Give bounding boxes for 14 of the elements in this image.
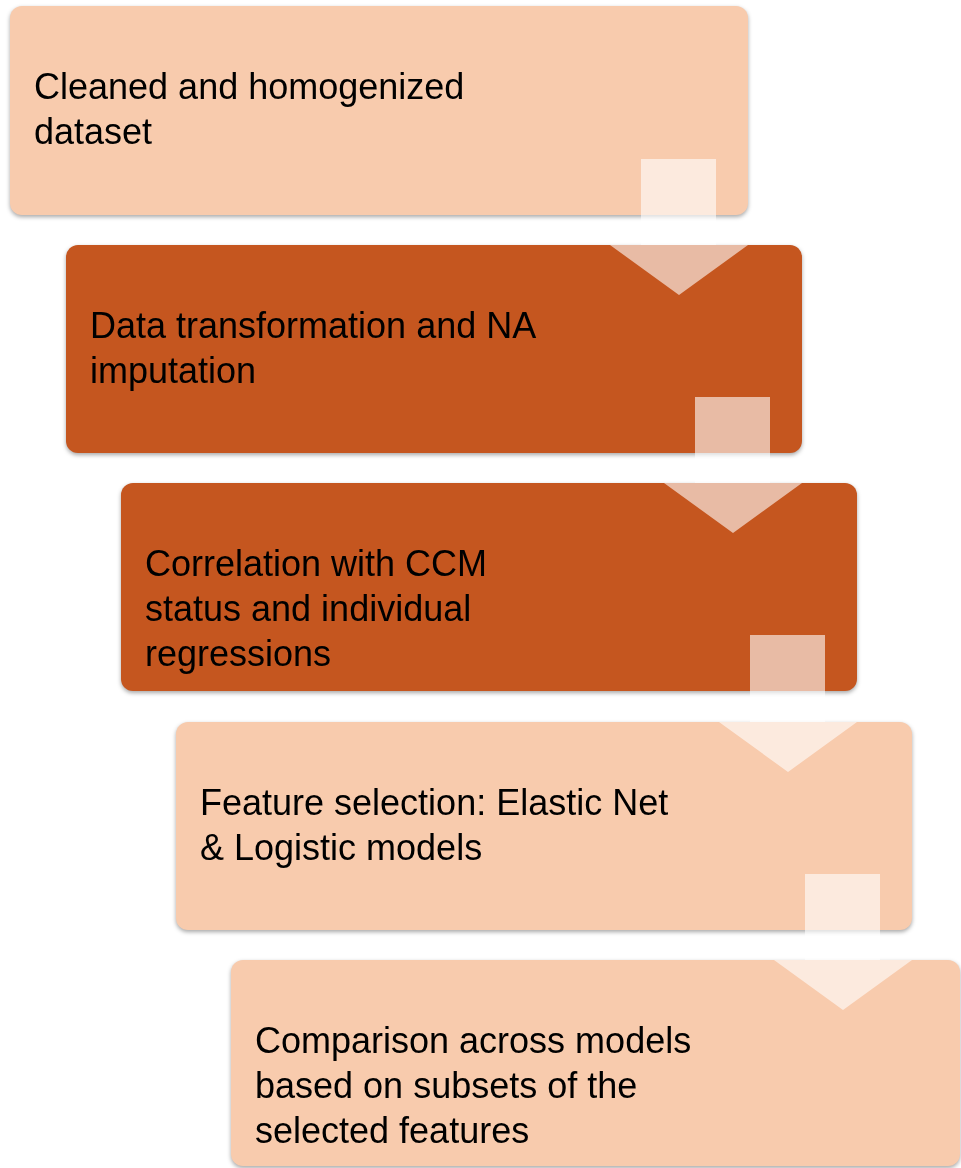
process-box bbox=[176, 722, 912, 930]
process-box bbox=[66, 245, 802, 453]
step-text: Feature selection: Elastic Net & Logistic models bbox=[200, 781, 670, 870]
block-arrow bbox=[610, 159, 748, 295]
process-box bbox=[231, 960, 960, 1166]
step-text: Cleaned and homogenized dataset bbox=[34, 65, 466, 154]
step-text: Data transformation and NA imputation bbox=[90, 304, 536, 393]
process-box bbox=[121, 483, 857, 691]
block-arrow bbox=[664, 397, 802, 533]
step-text: Correlation with CCM status and individual regressions bbox=[145, 542, 489, 676]
block-arrow bbox=[774, 874, 912, 1010]
step-text: Comparison across models based on subsets of the selected features bbox=[255, 1019, 693, 1153]
block-arrow bbox=[719, 635, 857, 772]
process-box bbox=[10, 6, 748, 215]
